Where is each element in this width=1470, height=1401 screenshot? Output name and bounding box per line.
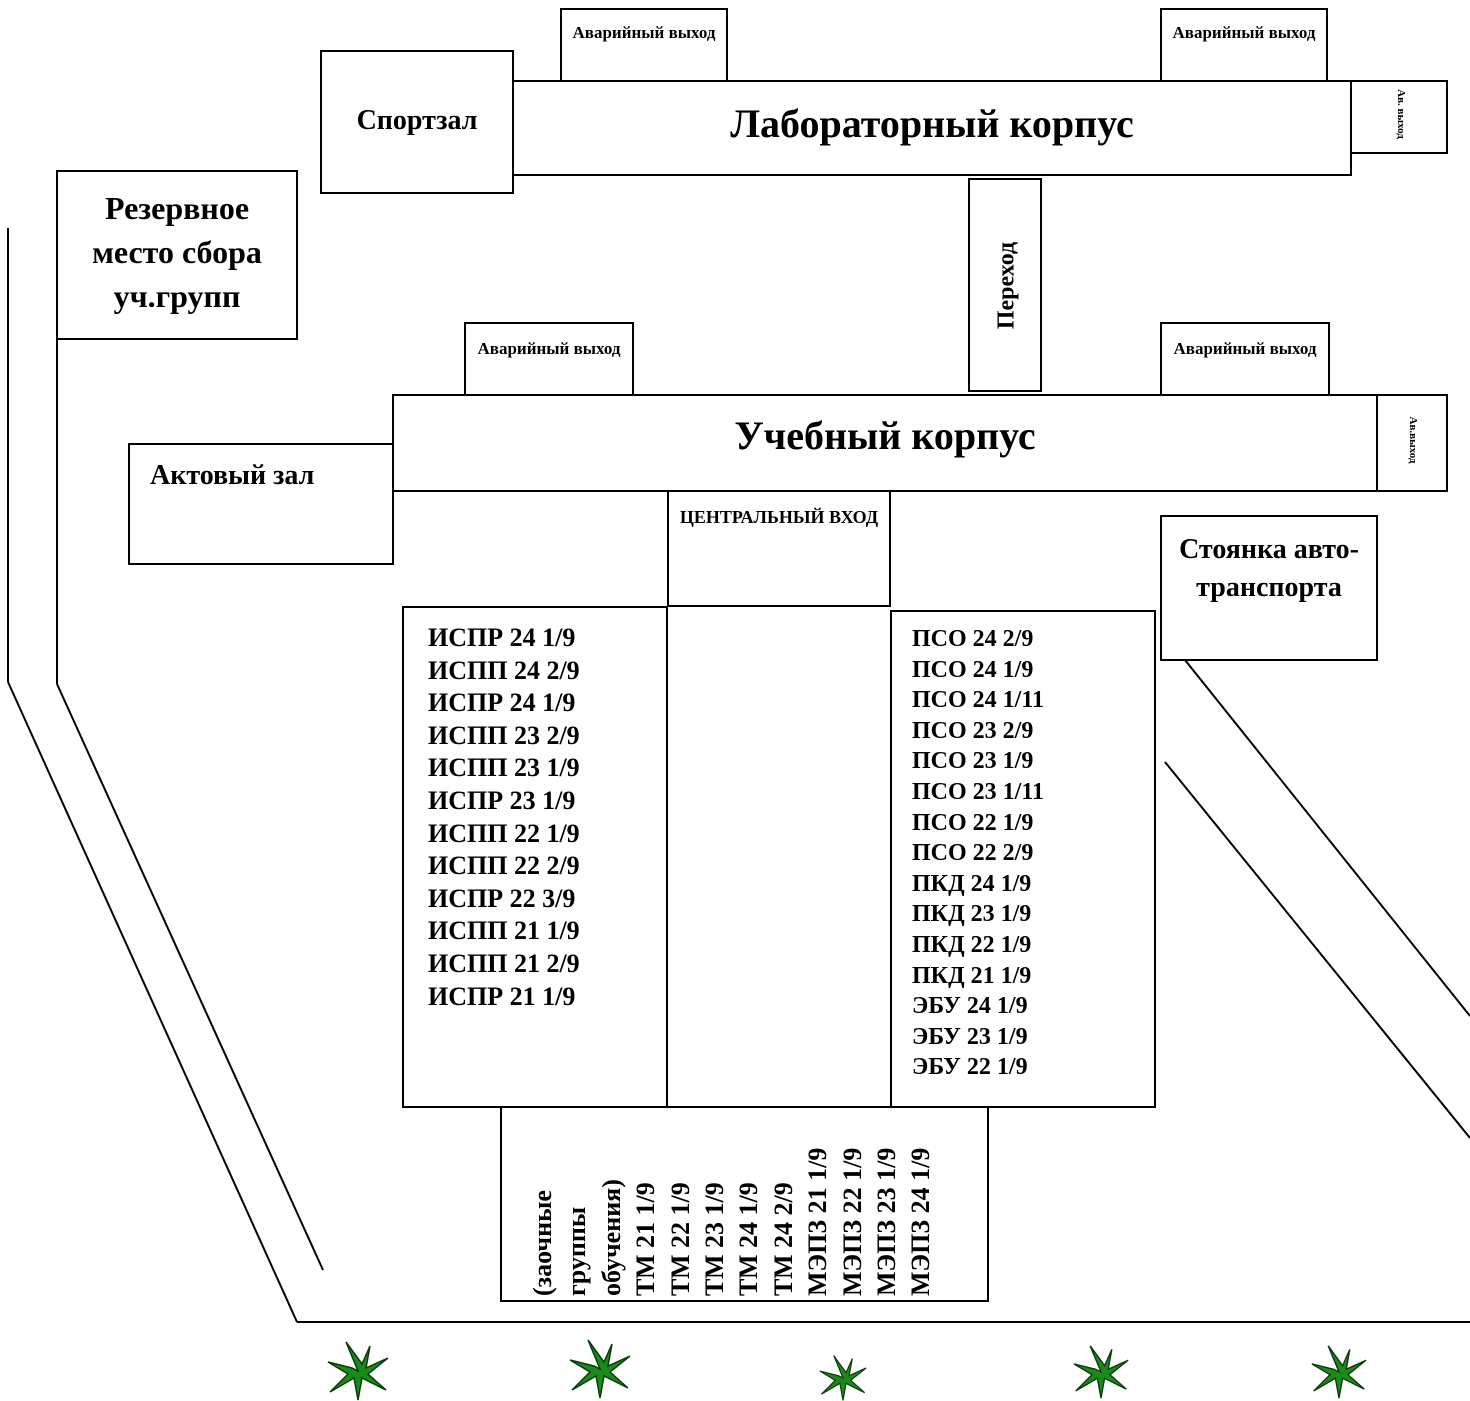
study-emergency-exit-left: Аварийный выход [464, 322, 634, 396]
group-item: ИСПР 21 1/9 [428, 981, 576, 1011]
group-item: ИСПР 22 3/9 [428, 883, 576, 913]
group-item: ЭБУ 24 1/9 [912, 993, 1028, 1020]
group-item: ИСПП 23 1/9 [428, 753, 580, 783]
group-item: ПСО 24 1/9 [912, 656, 1034, 683]
passage-label: Переход [993, 241, 1020, 330]
plant-icon [819, 1355, 867, 1401]
group-item: ПКД 21 1/9 [912, 962, 1032, 989]
central-entrance-label: ЦЕНТРАЛЬНЫЙ ВХОД [679, 507, 879, 527]
group-item: ПКД 23 1/9 [912, 901, 1032, 928]
group-item: ИСПП 21 1/9 [428, 916, 580, 946]
group-item: МЭПЗ 22 1/9 [837, 1147, 867, 1296]
study-emergency-exit-right: Аварийный выход [1160, 322, 1330, 396]
plant-icon [1311, 1345, 1367, 1399]
group-item: ТМ 21 1/9 [631, 1182, 661, 1296]
plant-icon [1073, 1345, 1129, 1399]
parking-path-1 [1184, 659, 1470, 1017]
group-item: ПСО 23 1/9 [912, 748, 1034, 775]
reserve-label: Резервное место сбора уч.групп [92, 190, 262, 314]
group-item: ПКД 24 1/9 [912, 870, 1032, 897]
gym: Спортзал [320, 50, 514, 194]
gym-label: Спортзал [356, 105, 478, 136]
av-exit-label-1: Ав. выход [1395, 89, 1407, 139]
inner-path-diagonal [56, 683, 324, 1271]
lab-emergency-exit-left: Аварийный выход [560, 8, 728, 82]
central-entrance: ЦЕНТРАЛЬНЫЙ ВХОД [667, 490, 891, 607]
group-item: ПСО 22 2/9 [912, 840, 1034, 867]
group-item: ИСПП 21 2/9 [428, 948, 580, 978]
group-item: ТМ 22 1/9 [665, 1182, 695, 1296]
group-item: ИСПП 22 2/9 [428, 851, 580, 881]
group-item: МЭПЗ 23 1/9 [872, 1147, 902, 1296]
study-building: Учебный корпус [392, 394, 1378, 492]
group-item: ЭБУ 23 1/9 [912, 1023, 1028, 1050]
group-item: ПКД 22 1/9 [912, 931, 1032, 958]
lab-short-exit: Ав. выход [1350, 80, 1448, 154]
group-item: обучения) [596, 1179, 626, 1296]
emergency-exit-label: Аварийный выход [1172, 23, 1316, 42]
parking-path-2 [1164, 761, 1470, 1139]
parking-label: Стоянка авто-транспорта [1179, 534, 1359, 603]
group-item: (заочные [528, 1190, 557, 1296]
group-item: ТМ 24 1/9 [734, 1182, 764, 1296]
group-item: ПСО 23 1/11 [912, 778, 1045, 805]
study-short-exit: Ав.выход [1376, 394, 1448, 492]
group-item: ПСО 22 1/9 [912, 809, 1034, 836]
passage: Переход [968, 178, 1042, 392]
group-item: ПСО 24 2/9 [912, 626, 1034, 652]
group-item: группы [562, 1206, 592, 1296]
group-item: ПСО 24 1/11 [912, 687, 1045, 714]
group-item: ТМ 23 1/9 [700, 1182, 730, 1296]
assembly-hall: Актовый зал [128, 443, 394, 565]
av-exit-label-2: Ав.выход [1407, 416, 1419, 464]
group-item: ИСПП 23 2/9 [428, 720, 580, 750]
group-item: ТМ 24 2/9 [768, 1182, 798, 1296]
plant-icon [327, 1341, 389, 1401]
emergency-exit-label: Аварийный выход [477, 339, 621, 358]
emergency-exit-label: Аварийный выход [1173, 339, 1317, 358]
lab-building-label: Лабораторный корпус [730, 101, 1134, 146]
outer-path-diagonal [7, 681, 298, 1323]
group-item: ИСПР 23 1/9 [428, 785, 576, 815]
study-building-label: Учебный корпус [734, 413, 1036, 458]
group-item: ИСПР 24 1/9 [428, 623, 576, 652]
group-item: МЭПЗ 24 1/9 [906, 1147, 936, 1296]
group-item: ИСПП 24 2/9 [428, 655, 580, 685]
lab-emergency-exit-right: Аварийный выход [1160, 8, 1328, 82]
group-item: ИСПР 24 1/9 [428, 688, 576, 718]
reserve-assembly-point: Резервное место сбора уч.групп [56, 170, 298, 340]
parking: Стоянка авто-транспорта [1160, 515, 1378, 661]
assembly-hall-label: Актовый зал [150, 460, 315, 491]
group-item: ИСПП 22 1/9 [428, 818, 580, 848]
emergency-exit-label: Аварийный выход [572, 23, 716, 42]
lab-building: Лабораторный корпус [512, 80, 1352, 176]
group-item: ЭБУ 22 1/9 [912, 1054, 1028, 1081]
plant-icon [569, 1339, 631, 1399]
group-item: МЭПЗ 21 1/9 [803, 1147, 833, 1296]
group-item: ПСО 23 2/9 [912, 717, 1034, 744]
